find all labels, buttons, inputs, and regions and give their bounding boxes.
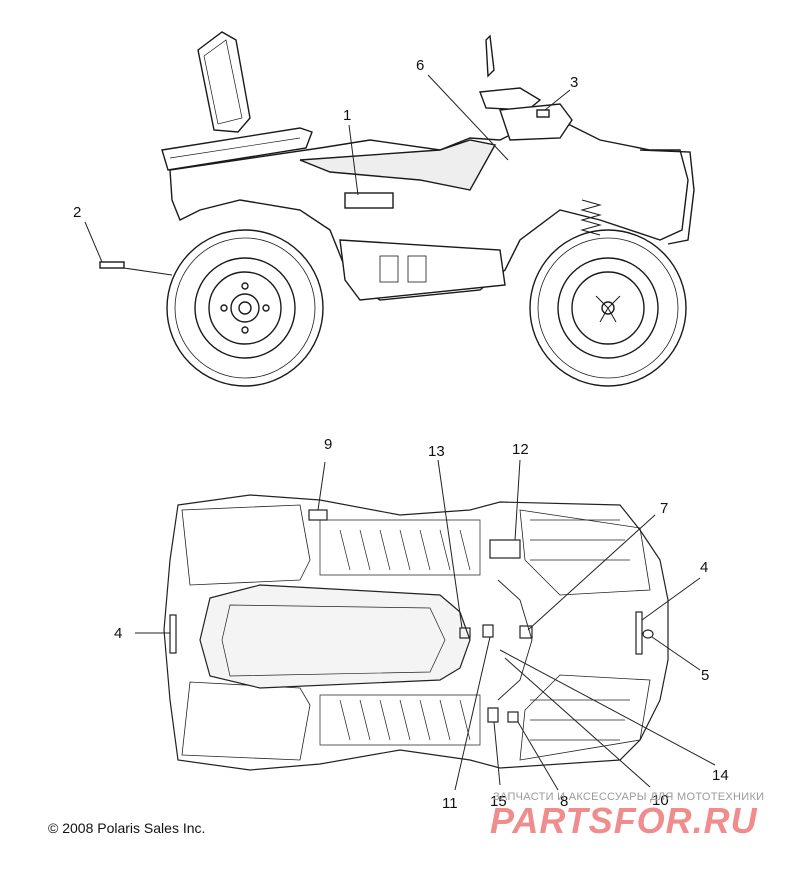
callout-14: 14 xyxy=(712,767,729,784)
callout-8: 8 xyxy=(560,793,568,810)
callout-13: 13 xyxy=(428,443,445,460)
atv-top-view xyxy=(163,494,669,771)
callout-12: 12 xyxy=(512,441,529,458)
decal-5-box xyxy=(642,629,654,639)
watermark-tagline: ЗАПЧАСТИ И АКСЕССУАРЫ ДЛЯ МОТОТЕХНИКИ xyxy=(493,791,765,803)
callout-4-front: 4 xyxy=(700,559,708,576)
decal-4-rear-box xyxy=(169,614,177,654)
callout-3: 3 xyxy=(570,74,578,91)
callout-15: 15 xyxy=(490,793,507,810)
callout-5: 5 xyxy=(701,667,709,684)
decal-1-box xyxy=(344,192,394,209)
callout-4-rear: 4 xyxy=(114,625,122,642)
callout-7: 7 xyxy=(660,500,668,517)
callout-11: 11 xyxy=(442,795,458,812)
leader-lines xyxy=(84,74,716,791)
rear-wheel xyxy=(166,229,324,387)
front-wheel xyxy=(529,229,687,387)
callout-6: 6 xyxy=(416,57,424,74)
callout-1: 1 xyxy=(343,107,351,124)
decal-4-front-box xyxy=(635,611,643,655)
copyright-notice: © 2008 Polaris Sales Inc. xyxy=(48,820,206,836)
callout-9: 9 xyxy=(324,436,332,453)
decal-12-box xyxy=(489,539,521,559)
callout-labels: 1 2 3 4 4 5 6 7 8 9 10 11 12 13 14 15 xyxy=(73,57,729,812)
watermark-logo: PARTSFOR.RU xyxy=(490,800,758,841)
atv-side-view xyxy=(99,31,695,387)
callout-10: 10 xyxy=(652,792,669,809)
callout-2: 2 xyxy=(73,204,81,221)
decal-2-box xyxy=(99,261,125,269)
